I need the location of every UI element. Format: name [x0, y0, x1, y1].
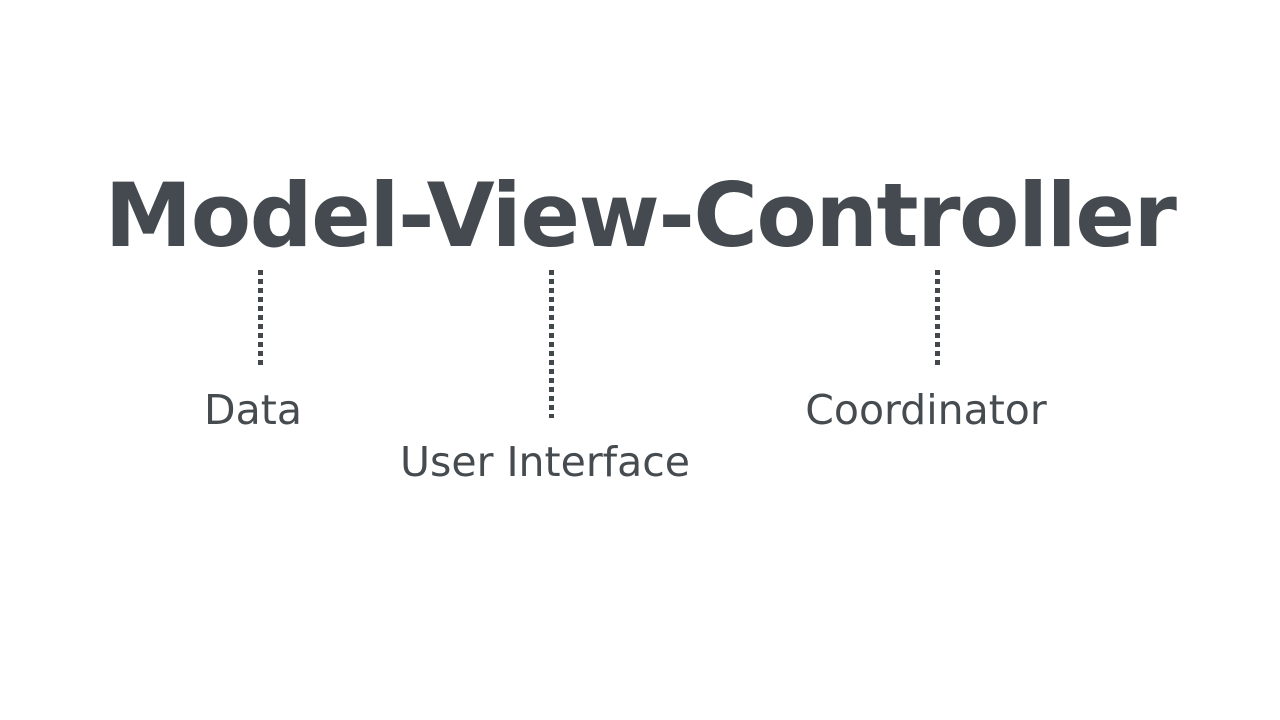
- page-title: Model-View-Controller: [104, 164, 1177, 267]
- connector-line-model: [258, 270, 263, 366]
- label-model-data: Data: [204, 386, 302, 434]
- connector-line-view: [549, 270, 554, 418]
- label-view-user-interface: User Interface: [399, 438, 691, 486]
- connector-line-controller: [935, 270, 940, 366]
- label-controller-coordinator: Coordinator: [805, 386, 1047, 434]
